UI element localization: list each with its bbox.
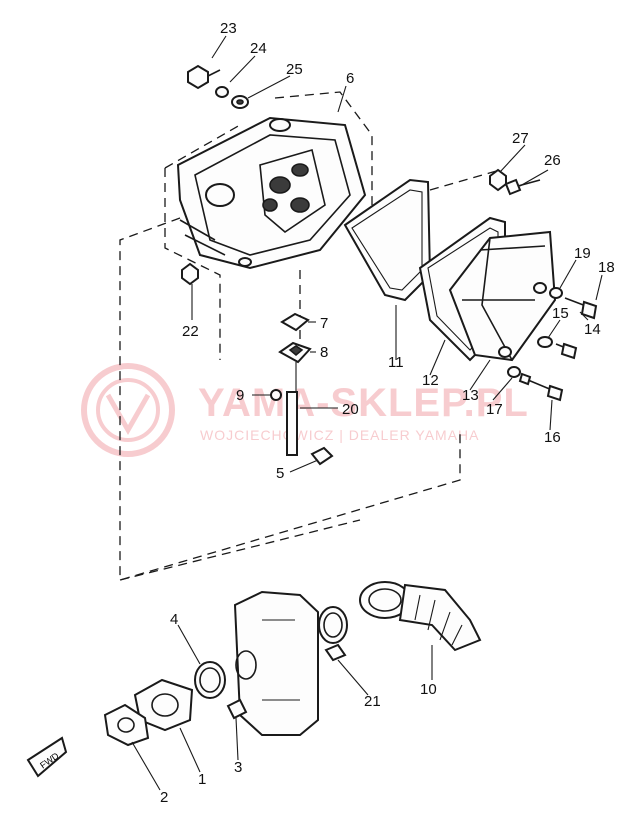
- watermark-subtitle: WOJCIECHOWICZ | DEALER YAMAHA: [200, 427, 479, 443]
- watermark-title: YAMA-SKLEP.PL: [198, 381, 529, 425]
- fwd-arrow-icon: FWD: [26, 736, 68, 778]
- joint-10: [359, 581, 482, 652]
- bolt-16: [518, 372, 564, 402]
- callout-7: 7: [320, 315, 328, 332]
- callout-25: 25: [286, 61, 303, 78]
- air-filter-case: [176, 116, 367, 270]
- bolt-26: [504, 178, 541, 196]
- callout-6: 6: [346, 70, 354, 87]
- washer-19: [549, 287, 563, 299]
- leader-lines: [131, 35, 603, 791]
- callout-18: 18: [598, 259, 615, 276]
- callout-19: 19: [574, 245, 591, 262]
- callout-24: 24: [250, 40, 267, 57]
- clamp-4: [194, 661, 226, 699]
- callout-15: 15: [552, 305, 569, 322]
- air-filter-cover: [448, 230, 557, 362]
- callout-12: 12: [422, 372, 439, 389]
- callout-8: 8: [320, 344, 328, 361]
- callout-14: 14: [584, 321, 601, 338]
- hose: [286, 391, 298, 456]
- part-8-holder: [278, 341, 312, 364]
- callout-2: 2: [160, 789, 168, 806]
- callout-22: 22: [182, 323, 199, 340]
- washer-17: [507, 366, 521, 378]
- bolt-23: [187, 64, 221, 90]
- callout-11: 11: [388, 354, 404, 371]
- assembly-outline-dash: [119, 519, 361, 581]
- nut-22: [181, 262, 199, 286]
- callout-20: 20: [342, 401, 359, 418]
- part-7-cap: [280, 312, 310, 332]
- carburetor-body: [233, 590, 319, 736]
- clamp-9: [270, 389, 282, 401]
- callout-1: 1: [198, 771, 206, 788]
- gasket-2: [103, 703, 150, 747]
- nut-27: [489, 168, 507, 192]
- grommet-25: [231, 95, 249, 109]
- screw-3: [226, 698, 248, 720]
- callout-5: 5: [276, 465, 284, 482]
- watermark: YAMA-SKLEP.PL WOJCIECHOWICZ | DEALER YAM…: [81, 363, 529, 457]
- callouts: 23 24 25 6 27 26 19 18 15 14 22 7 8 11 1…: [160, 20, 615, 806]
- callout-4: 4: [170, 611, 178, 628]
- bolt-18: [564, 297, 598, 320]
- callout-27: 27: [512, 130, 529, 147]
- callout-21: 21: [364, 693, 381, 710]
- washer-15: [537, 336, 553, 348]
- callout-23: 23: [220, 20, 237, 37]
- callout-16: 16: [544, 429, 561, 446]
- callout-13: 13: [462, 387, 479, 404]
- callout-9: 9: [236, 387, 244, 404]
- callout-17: 17: [486, 401, 503, 418]
- case-outline-dash: [164, 91, 373, 220]
- case-outline-dash: [164, 168, 221, 360]
- bolt-14: [555, 342, 578, 360]
- clamp-21: [318, 606, 348, 662]
- washer-24: [215, 86, 229, 98]
- callout-26: 26: [544, 152, 561, 169]
- watermark-logo: [81, 363, 175, 457]
- callout-10: 10: [420, 681, 437, 698]
- callout-3: 3: [234, 759, 242, 776]
